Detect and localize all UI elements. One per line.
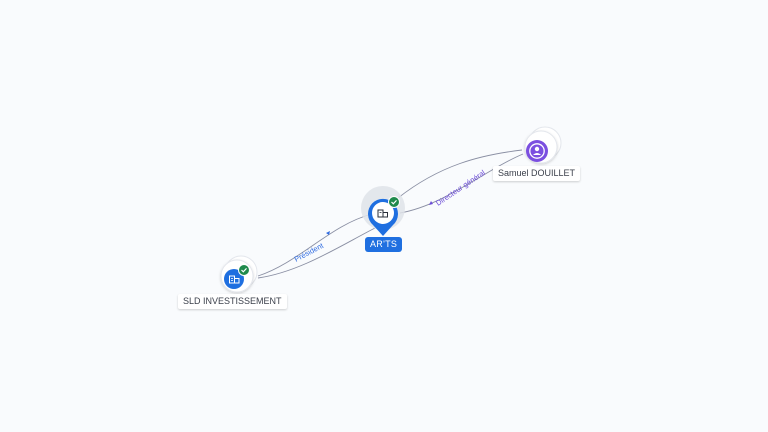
person-icon [529, 143, 545, 159]
node-shareholder-company[interactable] [220, 255, 258, 293]
node-company[interactable] [361, 186, 405, 236]
edge-label-director: Directeur général [434, 168, 487, 208]
arrow-icon [326, 231, 330, 235]
edge-label-president: Président [293, 241, 326, 264]
edge-president[interactable]: Président [257, 213, 376, 279]
building-icon [229, 275, 240, 284]
verified-badge-icon [388, 196, 400, 208]
node-label-person[interactable]: Samuel DOUILLET [493, 166, 581, 181]
verified-badge-icon [238, 264, 250, 276]
edge-director[interactable]: Directeur général [397, 149, 524, 214]
building-icon [377, 209, 388, 218]
node-label-shareholder-company[interactable]: SLD INVESTISSEMENT [178, 294, 287, 309]
node-label-company[interactable]: AR'TS [365, 237, 403, 252]
arrow-icon [429, 201, 433, 205]
node-person[interactable] [524, 126, 562, 164]
